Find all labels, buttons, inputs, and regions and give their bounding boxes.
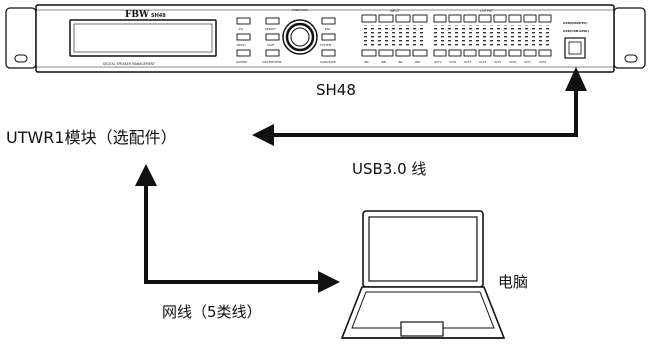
eq-button-label: EQ xyxy=(239,27,244,31)
network-cable-label: 网线（5类线） xyxy=(162,303,262,321)
network-cable-arrow xyxy=(135,164,340,293)
output-button[interactable] xyxy=(508,14,522,23)
limiter-button-label: LIMITER xyxy=(236,60,247,64)
output-mute-button[interactable] xyxy=(433,49,447,57)
input-channel-label: INC xyxy=(398,60,403,64)
output-mute-button[interactable] xyxy=(448,49,462,57)
esc-button-label: ESC xyxy=(325,27,331,31)
output-button[interactable] xyxy=(448,14,462,23)
left-button-group: EQ DELAY LIMITER PRESET SAVE VOLUME/TIME xyxy=(236,17,282,64)
output-channel-label: OUT6 xyxy=(509,60,517,64)
input-button[interactable] xyxy=(412,14,428,23)
input-channel-label: INB xyxy=(381,60,386,64)
load-save-button[interactable] xyxy=(321,49,336,57)
rack-device: FBW SH48 DIGITAL SPEAKER MANAGEMENT EQ D… xyxy=(5,4,646,73)
input-channel-label: INA xyxy=(364,60,369,64)
input-mute-button[interactable] xyxy=(412,49,428,57)
arrowhead-right-laptop xyxy=(318,271,340,293)
output-channel-label: OUT5 xyxy=(494,60,502,64)
output-channel-label: OUT7 xyxy=(524,60,532,64)
input-meter xyxy=(362,25,427,47)
preset-button[interactable] xyxy=(265,17,280,25)
device-subtitle: DIGITAL SPEAKER MANAGEMENT xyxy=(103,62,155,66)
limiter-button[interactable] xyxy=(236,49,251,57)
output-header: OUTPUT xyxy=(480,9,493,13)
eq-button[interactable] xyxy=(236,17,251,25)
rack-hole-right xyxy=(624,54,638,63)
delay-button[interactable] xyxy=(236,33,251,41)
output-channel-label: OUT4 xyxy=(479,60,487,64)
output-button-row xyxy=(433,14,552,23)
output-mute-button[interactable] xyxy=(493,49,507,57)
output-button[interactable] xyxy=(493,14,507,23)
output-button[interactable] xyxy=(523,14,537,23)
input-button[interactable] xyxy=(378,14,394,23)
laptop-screen xyxy=(368,216,478,282)
volume-button-label: VOLUME/TIME xyxy=(262,60,282,64)
input-mute-button[interactable] xyxy=(361,49,377,57)
input-button-row xyxy=(361,14,428,23)
lcd-display xyxy=(69,19,217,57)
output-mute-button[interactable] xyxy=(538,49,552,57)
enter-button[interactable] xyxy=(265,33,280,41)
laptop-icon xyxy=(340,210,506,339)
system-button-label: SYSTEM xyxy=(320,43,332,47)
usb-disk-label: USB(USB-DISK) xyxy=(563,29,589,33)
usb-cable-arrow xyxy=(252,67,587,146)
arrowhead-up-module xyxy=(135,164,157,186)
laptop-touchpad xyxy=(400,321,444,337)
module-label: UTWR1模块（选配件） xyxy=(6,128,177,147)
input-button[interactable] xyxy=(395,14,411,23)
right-button-group: ESC SYSTEM LOAD/SAVE xyxy=(320,17,336,64)
output-meter xyxy=(434,25,551,47)
preset-button-label: PRESET xyxy=(265,27,276,31)
delay-button-label: DELAY xyxy=(237,43,246,47)
output-channel-label: OUT1 xyxy=(434,60,442,64)
usb-pc-label: USB(DUSB/PC) xyxy=(563,21,588,25)
output-mute-button[interactable] xyxy=(508,49,522,57)
volume-button[interactable] xyxy=(265,49,280,57)
arrowhead-up-device xyxy=(565,67,587,91)
output-button[interactable] xyxy=(463,14,477,23)
usb-cable-label: USB3.0 线 xyxy=(352,160,427,178)
output-button[interactable] xyxy=(433,14,447,23)
output-mute-button[interactable] xyxy=(478,49,492,57)
esc-button[interactable] xyxy=(321,17,336,25)
output-mute-button[interactable] xyxy=(463,49,477,57)
input-mute-row: INA INB INC IND xyxy=(361,49,428,64)
output-channel-label: OUT2 xyxy=(449,60,457,64)
output-button[interactable] xyxy=(478,14,492,23)
output-mute-button[interactable] xyxy=(523,49,537,57)
brand-logo: FBW xyxy=(125,10,150,20)
input-channel-label: IND xyxy=(415,60,420,64)
input-mute-button[interactable] xyxy=(378,49,394,57)
input-mute-button[interactable] xyxy=(395,49,411,57)
input-button[interactable] xyxy=(361,14,377,23)
input-header: INPUT xyxy=(390,9,400,13)
arrowhead-left-module xyxy=(252,124,274,146)
computer-label: 电脑 xyxy=(498,273,529,291)
function-label: FUNCTION xyxy=(292,8,308,12)
system-button[interactable] xyxy=(321,33,336,41)
output-channel-label: OUT8 xyxy=(539,60,547,64)
output-channel-label: OUT3 xyxy=(464,60,472,64)
output-mute-row: OUT1 OUT2 OUT3 OUT4 OUT5 OUT6 OUT7 OUT8 xyxy=(433,49,552,64)
load-save-button-label: LOAD/SAVE xyxy=(320,60,336,64)
rack-hole-left xyxy=(14,54,28,63)
save-button-label: SAVE xyxy=(267,43,274,47)
device-name-label: SH48 xyxy=(316,81,356,99)
output-button[interactable] xyxy=(538,14,552,23)
level-meters xyxy=(362,25,551,47)
model-badge: SH48 xyxy=(151,13,166,19)
